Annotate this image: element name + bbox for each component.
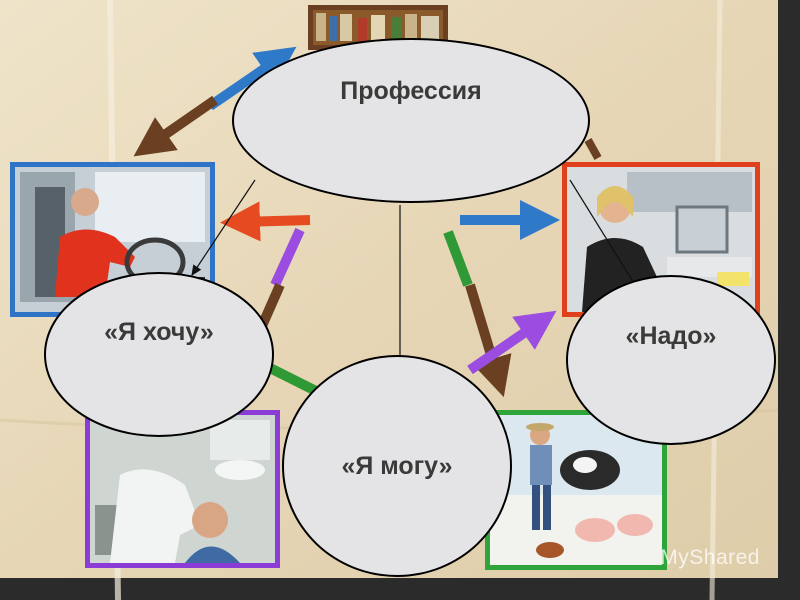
photo-frame-farmer (485, 410, 667, 570)
want-label: «Я хочу» (104, 318, 214, 346)
arrow-brown-top-right (584, 138, 602, 160)
can-oval: «Я могу» (282, 355, 512, 577)
watermark: MyShared (660, 546, 760, 569)
arrow-green-down-right (443, 230, 473, 287)
arrow-green-bottom-left (267, 363, 321, 397)
arrow-purple-up-left (270, 227, 305, 288)
want-oval: «Я хочу» (44, 272, 274, 437)
arrow-purple-up-right (467, 310, 557, 375)
connector-to-need (569, 179, 633, 281)
farmer-photo (490, 415, 662, 565)
can-label: «Я могу» (341, 451, 453, 480)
need-label: «Надо» (625, 322, 717, 350)
arrow-brown-down-right (465, 283, 512, 398)
arrow-brown-down (133, 95, 218, 157)
arrow-blue-up (207, 46, 297, 111)
doctor-photo (90, 415, 275, 563)
need-oval: «Надо» (566, 275, 776, 445)
profession-label: Профессия (340, 77, 482, 105)
arrow-red-left (220, 201, 311, 242)
profession-oval: Профессия (232, 38, 590, 203)
connector-to-want (191, 179, 256, 277)
